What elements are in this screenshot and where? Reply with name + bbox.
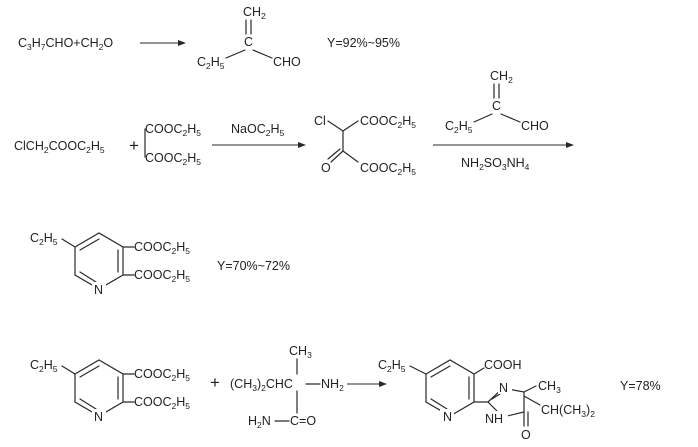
reagent-sodium-ethoxide: NaOC2H5 — [231, 122, 285, 138]
reagent-cho-label: CHO — [521, 119, 549, 133]
plus-2: + — [210, 373, 220, 392]
prod-imidazolinone-n: N — [499, 381, 508, 395]
arrow-2 — [212, 142, 306, 148]
plus-1: + — [129, 136, 139, 155]
chloro-label: Cl — [314, 114, 326, 128]
ring-n-label: N — [94, 283, 103, 297]
ethyl-chloroacetate: ClCH2COOC2H5 — [14, 139, 105, 155]
prod-carbonyl-o: O — [521, 428, 531, 442]
inter-top-ester: COOC2H5 — [360, 114, 416, 130]
prod-methyl-label: CH3 — [538, 379, 561, 395]
pyridine-diester: C2H5 COOC2H5 COOC2H5 N — [30, 231, 190, 297]
oxalate-bottom-ester: COOC2H5 — [145, 151, 201, 167]
yield-1: Y=92%~95% — [327, 36, 400, 50]
central-c-label: C — [244, 35, 253, 49]
prod-carboxylic-acid: COOH — [484, 358, 522, 372]
prod-nh-label: NH — [485, 412, 503, 426]
prod-ethyl-label: C2H5 — [378, 358, 406, 374]
yield-3: Y=78% — [620, 379, 661, 393]
prod-ring-n-label: N — [443, 410, 452, 424]
yield-2: Y=70%~72% — [217, 259, 290, 273]
amide-amino-label: NH2 — [321, 377, 344, 393]
r4-ethyl-label: C2H5 — [30, 358, 58, 374]
imazethapyr-product: C2H5 N COOH N NH O CH3 CH(CH3)2 — [378, 358, 595, 442]
oxalate-top-ester: COOC2H5 — [145, 122, 201, 138]
r4-top-ester: COOC2H5 — [134, 367, 190, 383]
reagent-ethyl-label: C2H5 — [445, 119, 473, 135]
chloro-oxosuccinate-intermediate: Cl COOC2H5 O COOC2H5 — [314, 114, 416, 177]
methacrolein-reagent: CH2 C C2H5 CHO — [445, 69, 549, 135]
pyridine-diester-reactant: C2H5 COOC2H5 COOC2H5 N — [30, 358, 190, 424]
r4-ring-n-label: N — [94, 410, 103, 424]
amide-isopropyl-chain: (CH3)2CHC — [230, 377, 293, 393]
r4-bottom-ester: COOC2H5 — [134, 395, 190, 411]
ch2-label: CH2 — [243, 5, 266, 21]
ethyl-label: C2H5 — [197, 55, 225, 71]
prod-isopropyl-label: CH(CH3)2 — [541, 403, 595, 419]
diethyl-oxalate: COOC2H5 COOC2H5 — [144, 122, 201, 167]
propanal-formaldehyde-reactants: C3H7CHO+CH2O — [18, 36, 113, 52]
reagent-c-label: C — [492, 99, 501, 113]
inter-bottom-ester: COOC2H5 — [360, 161, 416, 177]
reagent-ch2-label: CH2 — [490, 69, 513, 85]
arrow-3 — [433, 142, 574, 148]
amide-nh2-label: H2N — [248, 414, 271, 430]
cho-label: CHO — [273, 55, 301, 69]
amide-carbonyl-label: C=O — [290, 414, 316, 428]
ring-ethyl-label: C2H5 — [30, 231, 58, 247]
reagent-ammonium-sulfamate: NH2SO3NH4 — [461, 156, 530, 172]
methacrolein-product: CH2 C C2H5 CHO — [197, 5, 301, 71]
ketone-o-label: O — [321, 161, 331, 175]
ring-top-ester: COOC2H5 — [134, 240, 190, 256]
arrow-4 — [347, 381, 387, 387]
aminoamide-reactant: CH3 (CH3)2CHC NH2 H2N C=O — [230, 344, 344, 430]
ring-bottom-ester: COOC2H5 — [134, 268, 190, 284]
amide-methyl-label: CH3 — [289, 344, 312, 360]
arrow-1 — [140, 40, 186, 46]
